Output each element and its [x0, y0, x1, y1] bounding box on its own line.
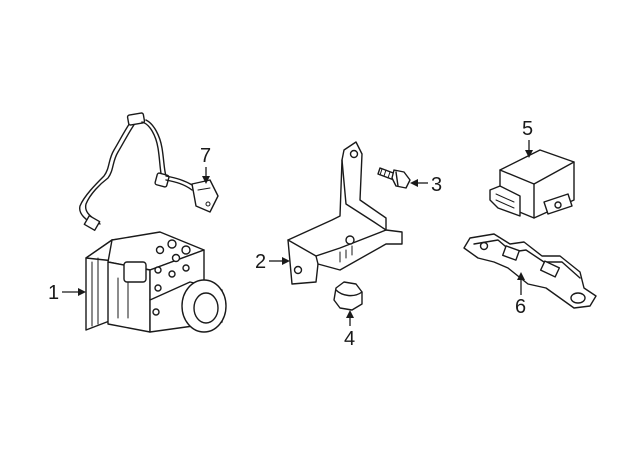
part-3-bolt — [377, 167, 411, 189]
callout-3: 3 — [410, 174, 442, 196]
callout-6-label: 6 — [515, 296, 526, 318]
callout-5: 5 — [522, 118, 533, 158]
callout-1-label: 1 — [48, 282, 59, 304]
part-5-sensor — [489, 149, 575, 219]
callout-3-label: 3 — [431, 174, 442, 196]
part-7-wire-harness — [79, 112, 219, 232]
callout-4: 4 — [344, 310, 355, 350]
callout-2: 2 — [255, 251, 290, 273]
callout-5-label: 5 — [522, 118, 533, 140]
callout-2-label: 2 — [255, 251, 266, 273]
part-4-nut — [333, 281, 363, 311]
callout-4-label: 4 — [344, 328, 355, 350]
part-2-bracket — [287, 141, 403, 285]
part-6-sensor-bracket — [463, 233, 597, 309]
callout-6: 6 — [515, 272, 526, 318]
callout-7: 7 — [200, 145, 211, 184]
part-1-abs-unit — [85, 231, 227, 333]
callout-1: 1 — [48, 282, 86, 304]
callout-7-label: 7 — [200, 145, 211, 167]
